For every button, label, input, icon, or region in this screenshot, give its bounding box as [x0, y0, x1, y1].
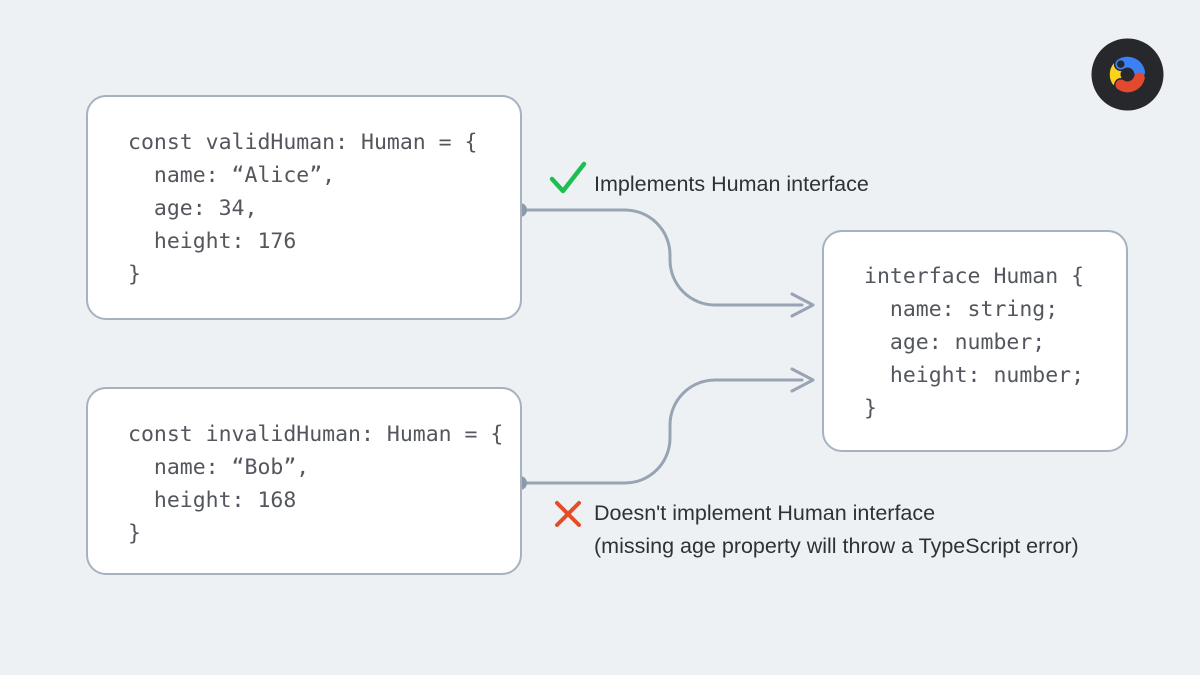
code-line: }: [128, 262, 141, 287]
code-line: height: number;: [864, 363, 1085, 388]
code-line: name: string;: [864, 297, 1059, 322]
valid-annotation-label: Implements Human interface: [594, 172, 869, 196]
human-interface-code-box: interface Human { name: string; age: num…: [822, 230, 1128, 452]
logo-cap-dot: [1117, 60, 1125, 68]
check-icon: [549, 161, 587, 200]
code-line: const validHuman: Human = {: [128, 130, 478, 155]
invalid-annotation-line1: Doesn't implement Human interface: [594, 501, 936, 525]
code-line: age: number;: [864, 330, 1046, 355]
logo-red-arc: [1115, 72, 1145, 93]
connector-invalid-path: [518, 378, 804, 485]
code-line: name: “Bob”,: [128, 455, 310, 480]
code-line: }: [864, 396, 877, 421]
code-line: name: “Alice”,: [128, 163, 336, 188]
contentful-logo-icon: [1091, 38, 1164, 111]
code-line: interface Human {: [864, 264, 1085, 289]
code-line: height: 168: [128, 488, 297, 513]
connector-valid-path: [518, 208, 804, 307]
code-line: const invalidHuman: Human = {: [128, 422, 504, 447]
valid-human-code-box: const validHuman: Human = { name: “Alice…: [86, 95, 522, 320]
code-line: }: [128, 521, 141, 546]
invalid-annotation-line2: (missing age property will throw a TypeS…: [594, 534, 1079, 558]
invalid-annotation-label: Doesn't implement Human interface (missi…: [594, 497, 1079, 563]
arrow-right-icon: [790, 367, 815, 393]
code-line: age: 34,: [128, 196, 258, 221]
invalid-human-code-box: const invalidHuman: Human = { name: “Bob…: [86, 387, 522, 575]
arrow-right-icon: [790, 292, 815, 318]
code-line: height: 176: [128, 229, 297, 254]
x-icon: [553, 499, 583, 534]
